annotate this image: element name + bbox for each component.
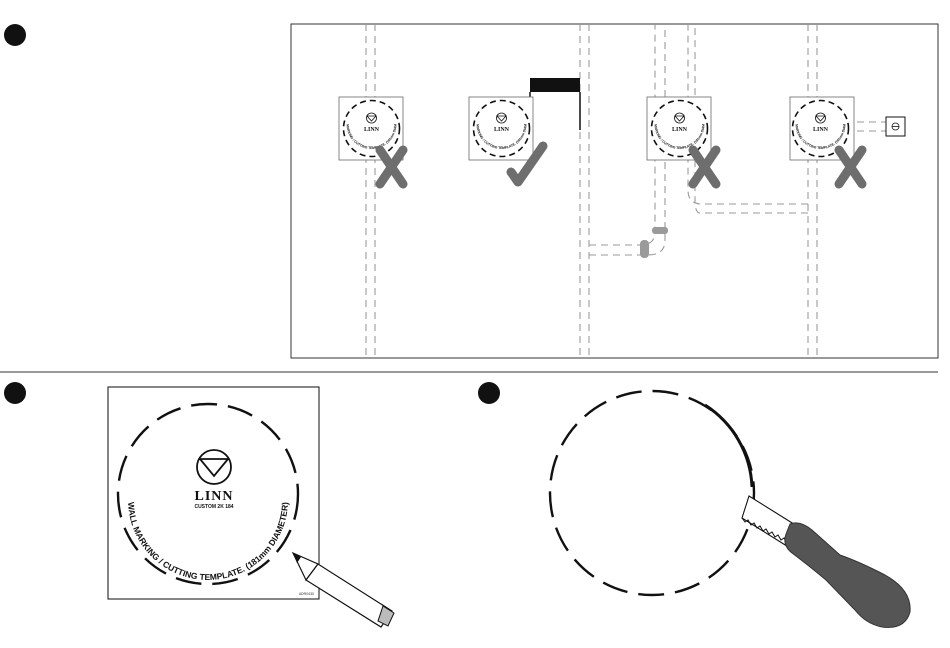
- step-2-bullet: [4, 382, 26, 404]
- template-model: CUSTOM 2K 184: [194, 504, 233, 510]
- electrical-socket-icon: [886, 117, 905, 136]
- template-4-brand: LINN: [813, 127, 829, 133]
- wall-cross-section-panel: LINN WALL MARKING / CUTTING TEMPLATE. (1…: [0, 0, 938, 358]
- template-2-brand: LINN: [494, 127, 510, 133]
- cutting-template-sheet: LINN CUSTOM 2K 184 WALL MARKING / CUTTIN…: [108, 387, 319, 599]
- template-brand: LINN: [194, 489, 233, 504]
- cut-outline-circle: [550, 391, 754, 595]
- drywall-saw-icon: [742, 496, 910, 627]
- template-part-code: ADR0430: [299, 592, 314, 596]
- template-3-brand: LINN: [672, 127, 688, 133]
- step-1-bullet: [4, 24, 26, 46]
- step-3-bullet: [478, 382, 500, 404]
- template-1-brand: LINN: [364, 127, 380, 133]
